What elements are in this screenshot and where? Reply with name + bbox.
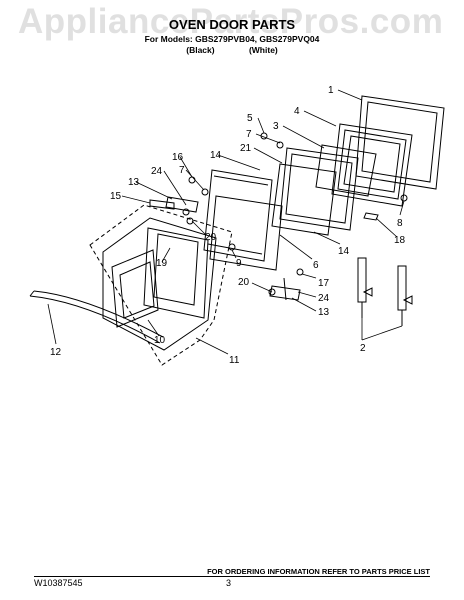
- part-door-bracket: [143, 227, 209, 319]
- part-hinge-receptacle-left: [149, 196, 199, 225]
- variant-white: (White): [248, 45, 278, 55]
- callout-labels: 1 4 5 3 7 21 16 7 14 24 13 15 20 9 8 18 …: [50, 85, 406, 366]
- part-clip: [363, 212, 379, 221]
- callout-18: 18: [394, 235, 406, 246]
- callout-6: 6: [313, 260, 319, 271]
- part-hinge-receptacle-right: [269, 277, 301, 301]
- callout-11: 11: [229, 355, 240, 366]
- callout-21: 21: [240, 143, 252, 154]
- callout-24b: 24: [318, 293, 330, 304]
- part-door-handle: [29, 290, 164, 344]
- part-outer-door-solid: [102, 217, 217, 351]
- page-title: OVEN DOOR PARTS: [168, 17, 296, 32]
- callout-12: 12: [50, 347, 62, 358]
- part-outer-door-frame: [355, 95, 445, 190]
- callout-14: 14: [210, 150, 222, 161]
- callout-9: 9: [236, 258, 242, 269]
- part-inner-door-panel: [209, 195, 283, 271]
- callout-8: 8: [397, 218, 403, 229]
- callout-4: 4: [294, 106, 300, 117]
- callout-20: 20: [205, 232, 217, 243]
- part-outer-door-panel: [89, 204, 233, 366]
- part-glass-frame: [331, 123, 413, 207]
- callout-3: 3: [273, 121, 279, 132]
- callout-5: 5: [247, 113, 253, 124]
- part-hinge-right: [397, 265, 413, 326]
- callout-17: 17: [318, 278, 330, 289]
- callout-10: 10: [154, 335, 166, 346]
- part-hinge-left: [357, 257, 373, 318]
- callout-16: 16: [172, 152, 184, 163]
- page-number: 3: [226, 578, 232, 588]
- document-id: W10387545: [34, 578, 83, 588]
- leader-lines: [47, 89, 405, 355]
- part-door-liner: [203, 169, 273, 262]
- callout-15: 15: [110, 191, 122, 202]
- variant-labels: (Black) (White): [0, 45, 464, 55]
- callout-19: 19: [156, 258, 168, 269]
- part-inner-panel-frame: [279, 147, 359, 231]
- variant-black: (Black): [186, 45, 215, 55]
- watermark: AppliancePartsPros.com: [18, 2, 444, 41]
- callout-14b: 14: [338, 246, 350, 257]
- callout-24: 24: [151, 166, 163, 177]
- footer-divider: [34, 576, 430, 577]
- ordering-note: FOR ORDERING INFORMATION REFER TO PARTS …: [207, 567, 430, 576]
- callout-20b: 20: [238, 277, 250, 288]
- callout-1: 1: [328, 85, 334, 96]
- callout-7: 7: [246, 129, 252, 140]
- callout-7b: 7: [179, 165, 185, 176]
- callout-13b: 13: [318, 307, 330, 318]
- model-list: For Models: GBS279PVB04, GBS279PVQ04: [144, 34, 320, 44]
- callout-2: 2: [360, 343, 366, 354]
- part-inner-glass: [315, 144, 377, 197]
- callout-13: 13: [128, 177, 140, 188]
